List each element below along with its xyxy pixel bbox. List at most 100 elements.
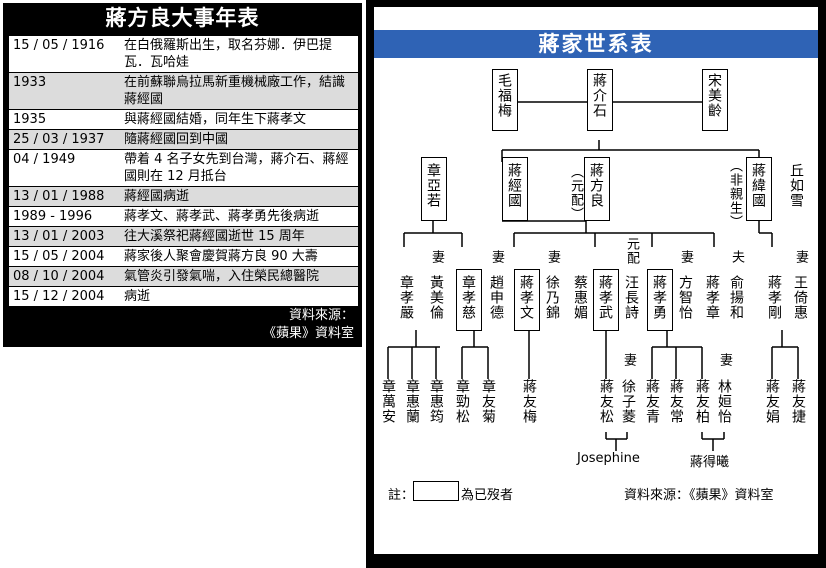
person-chiang-hsiao-kang: 蔣孝剛	[766, 275, 782, 320]
timeline-title: 蔣方良大事年表	[105, 6, 260, 30]
person-josephine: Josephine	[577, 451, 640, 466]
label-first-wife: 元配	[624, 237, 639, 265]
label-wife: 妻	[678, 250, 693, 264]
source-label: 資料來源：	[288, 308, 354, 323]
timeline-event: 氣管炎引發氣喘，入住榮民總醫院	[124, 269, 320, 284]
person-chang-hsiao-yen: 章孝嚴	[398, 275, 414, 320]
person-chiang-hsiao-wen: 蔣孝文	[518, 275, 534, 320]
timeline-date: 1989 - 1996	[13, 209, 93, 224]
person-chiang-wei-kuo: 蔣緯國	[750, 163, 766, 208]
label-first-wife: （元配）	[568, 165, 583, 221]
person-chiang-fang-liang: 蔣方良	[588, 163, 604, 208]
timeline-event: 與蔣經國結婚，同年生下蔣孝文	[124, 112, 307, 127]
label-wife: 妻	[621, 353, 636, 367]
timeline-date: 13 / 01 / 1988	[13, 189, 105, 204]
deceased-box	[746, 157, 772, 221]
timeline-date: 15 / 05 / 2004	[13, 249, 105, 264]
timeline-row: 1935 與蔣經國結婚，同年生下蔣孝文	[9, 110, 358, 130]
deceased-box	[514, 269, 540, 331]
timeline-date: 13 / 01 / 2003	[13, 229, 105, 244]
timeline-date: 04 / 1949	[13, 152, 76, 167]
person-chang-hui-lan: 章惠蘭	[404, 379, 420, 424]
label-wife: 妻	[545, 250, 560, 264]
label-not-biological: （非親生）	[727, 159, 742, 229]
person-chiang-yu-chuan: 蔣友娟	[764, 379, 780, 424]
person-chang-hui-yun: 章惠筠	[428, 379, 444, 424]
timeline-row: 08 / 10 / 2004 氣管炎引發氣喘，入住榮民總醫院	[9, 267, 358, 287]
deceased-box	[421, 157, 447, 221]
person-hsu-tzu-ling: 徐子菱	[620, 379, 636, 424]
deceased-box	[587, 69, 613, 131]
person-yu-yang-ho: 俞揚和	[728, 275, 744, 320]
timeline-date: 25 / 03 / 1937	[13, 132, 105, 147]
deceased-box	[456, 269, 482, 331]
person-chiang-hsiao-chang: 蔣孝章	[704, 275, 720, 320]
tree-source: 資料來源：《蘋果》資料室	[624, 488, 774, 503]
timeline-event: 病逝	[124, 289, 151, 304]
label-husband: 夫	[729, 250, 744, 264]
timeline-row: 1933 在前蘇聯烏拉馬新重機械廠工作，結識蔣經國	[9, 73, 358, 110]
person-chiang-kai-shek: 蔣介石	[591, 73, 607, 118]
timeline-date: 1935	[13, 112, 47, 127]
deceased-box	[593, 269, 619, 331]
timeline-row: 15 / 12 / 2004 病逝	[9, 287, 358, 307]
timeline-source: 資料來源： 《蘋果》資料室	[263, 307, 354, 343]
person-mao-fu-mei: 毛福梅	[496, 73, 512, 118]
person-chiang-hsiao-wu: 蔣孝武	[597, 275, 613, 320]
person-soong-mei-ling: 宋美齡	[706, 73, 722, 118]
deceased-box	[584, 157, 610, 221]
person-chiang-yu-chang: 蔣友常	[668, 379, 684, 424]
timeline-row: 13 / 01 / 2003 往大溪祭祀蔣經國逝世 15 周年	[9, 227, 358, 247]
person-chiang-hsiao-yung: 蔣孝勇	[651, 275, 667, 320]
person-chao-shen-te: 趙申德	[488, 275, 504, 320]
family-tree-canvas: 蔣家世系表	[374, 7, 818, 554]
label-wife: 妻	[793, 250, 808, 264]
tree-connectors	[387, 101, 799, 451]
label-wife: 妻	[717, 353, 732, 367]
person-chiang-yu-po: 蔣友柏	[694, 379, 710, 424]
deceased-box	[502, 157, 528, 221]
family-tree-title: 蔣家世系表	[374, 30, 818, 58]
source-name: 《蘋果》資料室	[262, 326, 354, 341]
person-chang-ya-jo: 章亞若	[425, 163, 441, 208]
person-chiu-ju-hsueh: 丘如雪	[788, 163, 804, 208]
timeline-row: 1989 - 1996 蔣孝文、蔣孝武、蔣孝勇先後病逝	[9, 207, 358, 227]
person-chiang-te-hsi: 蔣得曦	[690, 455, 730, 470]
person-chiang-yu-ching: 蔣友青	[644, 379, 660, 424]
person-chiang-yu-sung: 蔣友松	[598, 379, 614, 424]
timeline-event: 帶着 4 名子女先到台灣，蔣介石、蔣經國則在 12 月抵台	[124, 152, 349, 184]
timeline-event: 蔣家後人聚會慶賀蔣方良 90 大壽	[124, 249, 318, 264]
person-chang-wan-an: 章萬安	[380, 379, 396, 424]
person-chang-chin-sung: 章勁松	[454, 379, 470, 424]
timeline-event: 往大溪祭祀蔣經國逝世 15 周年	[124, 229, 305, 244]
timeline-event: 在白俄羅斯出生，取名芬娜．伊巴提瓦．瓦哈娃	[124, 38, 333, 70]
person-chiang-yu-mei: 蔣友梅	[521, 379, 537, 424]
person-chang-hsiao-tzu: 章孝慈	[460, 275, 476, 320]
timeline-event: 蔣孝文、蔣孝武、蔣孝勇先後病逝	[124, 209, 320, 224]
family-tree-panel: 蔣家世系表	[366, 0, 826, 568]
timeline-date: 1933	[13, 75, 47, 90]
person-tsai-hui-mei: 蔡惠媚	[572, 275, 588, 320]
person-chiang-yu-chieh: 蔣友捷	[790, 379, 806, 424]
deceased-box	[647, 269, 673, 331]
person-wang-chang-shih: 汪長詩	[623, 275, 639, 320]
person-wang-yi-hui: 王倚惠	[792, 275, 808, 320]
note-text: 為已歿者	[461, 488, 514, 503]
timeline-row: 04 / 1949 帶着 4 名子女先到台灣，蔣介石、蔣經國則在 12 月抵台	[9, 150, 358, 187]
person-lin-hsuan-yi: 林姮怡	[716, 379, 732, 424]
person-hsu-nai-chin: 徐乃錦	[544, 275, 560, 320]
person-chang-yu-chu: 章友菊	[480, 379, 496, 424]
timeline-row: 15 / 05 / 2004 蔣家後人聚會慶賀蔣方良 90 大壽	[9, 247, 358, 267]
note-label: 註：	[388, 488, 415, 503]
timeline-event: 在前蘇聯烏拉馬新重機械廠工作，結識蔣經國	[124, 75, 346, 107]
timeline-date: 15 / 12 / 2004	[13, 289, 105, 304]
timeline-date: 08 / 10 / 2004	[13, 269, 105, 284]
deceased-box	[492, 69, 518, 131]
person-fang-chih-yi: 方智怡	[677, 275, 693, 320]
person-huang-mei-lun: 黃美倫	[428, 275, 444, 320]
